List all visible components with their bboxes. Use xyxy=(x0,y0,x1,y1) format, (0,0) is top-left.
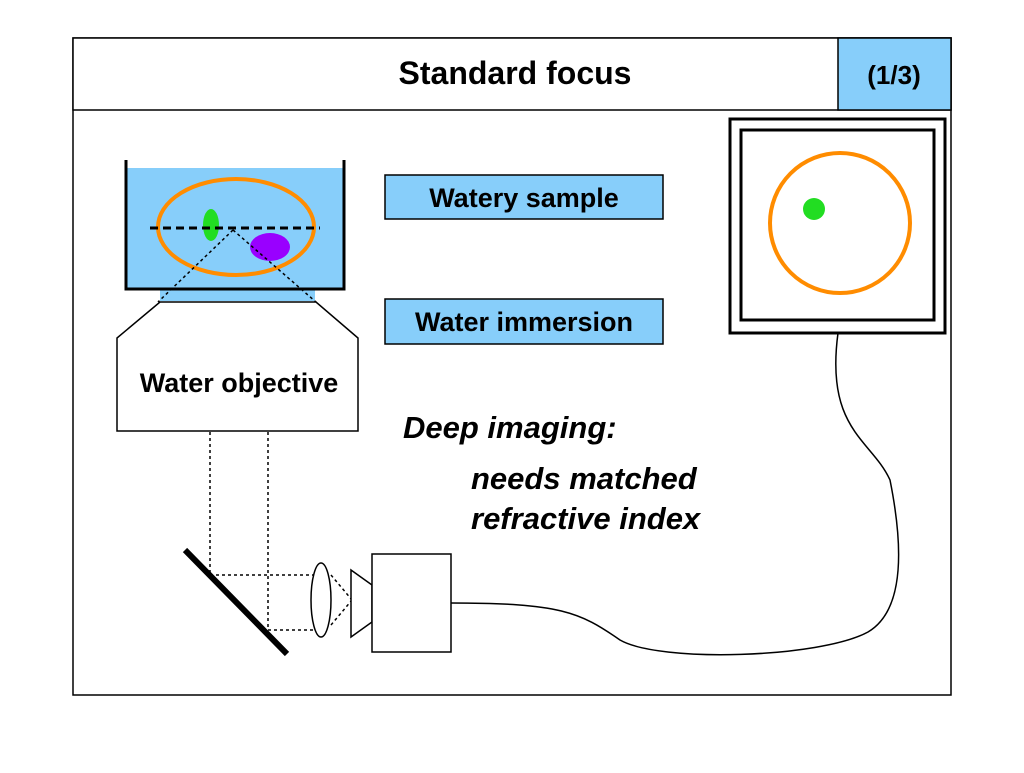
page-title: Standard focus xyxy=(399,55,632,91)
tube-lens xyxy=(310,562,332,638)
water-immersion-label: Water immersion xyxy=(415,307,633,337)
monitor-screen xyxy=(739,128,936,322)
page-indicator-box xyxy=(837,37,952,111)
water-objective xyxy=(116,301,359,432)
note-line-3: refractive index xyxy=(471,501,702,536)
page-indicator: (1/3) xyxy=(867,60,920,90)
note-heading: Deep imaging: xyxy=(403,410,617,445)
light-cone-right xyxy=(232,229,317,303)
camera xyxy=(371,553,452,653)
mirror xyxy=(182,547,290,657)
green-cell xyxy=(203,209,219,241)
image-sample-ring xyxy=(768,151,912,295)
title-bar xyxy=(72,37,952,111)
image-green-cell xyxy=(803,198,825,220)
watery-sample-label: Watery sample xyxy=(429,183,619,213)
water-immersion-box xyxy=(384,298,664,345)
camera-cable xyxy=(450,332,900,656)
note-line-2: needs matched xyxy=(471,461,698,496)
light-cone-left xyxy=(157,229,234,303)
watery-sample-box xyxy=(384,174,664,220)
purple-cell xyxy=(250,233,290,261)
sample-dish xyxy=(124,160,346,291)
water-objective-label: Water objective xyxy=(140,368,339,398)
